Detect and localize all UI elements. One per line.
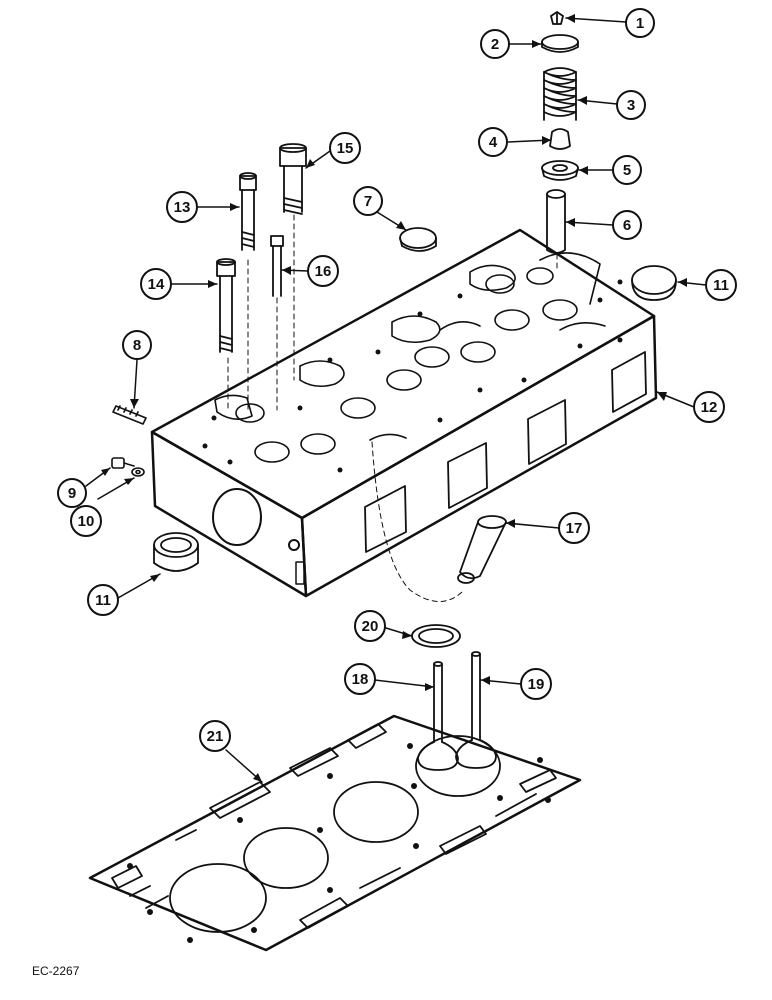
callout-4-label: 4 xyxy=(489,134,498,151)
callout-11-left-label: 11 xyxy=(95,592,111,609)
callout-21-label: 21 xyxy=(207,728,224,745)
callout-16: 16 xyxy=(307,255,339,287)
cylinder-head-block xyxy=(150,228,658,598)
callout-20-label: 20 xyxy=(362,618,379,635)
stud-8 xyxy=(112,405,147,425)
callout-18-label: 18 xyxy=(352,671,369,688)
callout-15: 15 xyxy=(329,132,361,164)
callout-11-left: 11 xyxy=(87,584,119,616)
valve-seat-insert xyxy=(411,624,461,648)
callout-10-label: 10 xyxy=(78,513,95,530)
callout-13-label: 13 xyxy=(174,199,191,216)
assembly-guide-lines xyxy=(227,214,558,602)
figure-reference: EC-2267 xyxy=(32,964,80,978)
callout-15-label: 15 xyxy=(337,140,354,157)
callout-14: 14 xyxy=(140,268,172,300)
callout-13: 13 xyxy=(166,191,198,223)
screw-9 xyxy=(111,457,135,469)
callout-18: 18 xyxy=(344,663,376,695)
valve-spring xyxy=(543,67,577,121)
callout-2-label: 2 xyxy=(491,36,499,53)
spring-retainer xyxy=(541,34,579,53)
core-plug-left xyxy=(153,532,199,572)
callout-21: 21 xyxy=(199,720,231,752)
leader-arrowheads xyxy=(101,14,687,782)
bolt-13 xyxy=(239,172,257,251)
callout-5: 5 xyxy=(612,155,642,185)
washer-10 xyxy=(131,467,145,477)
callout-1: 1 xyxy=(625,8,655,38)
callout-6: 6 xyxy=(612,210,642,240)
bolt-16 xyxy=(270,235,284,297)
bolt-15 xyxy=(279,143,307,215)
callout-9: 9 xyxy=(57,478,87,508)
callouts: 1 2 3 4 5 6 7 8 9 10 11 11 12 13 14 15 1… xyxy=(57,8,737,752)
callout-20: 20 xyxy=(354,610,386,642)
callout-9-label: 9 xyxy=(68,485,76,502)
callout-12-label: 12 xyxy=(701,399,718,416)
callout-7-label: 7 xyxy=(364,193,372,210)
head-gasket xyxy=(88,714,582,952)
valve-stem-seal xyxy=(549,128,571,150)
callout-6-label: 6 xyxy=(623,217,631,234)
valve-19 xyxy=(455,651,497,769)
core-plug-small xyxy=(399,227,437,252)
callout-2: 2 xyxy=(480,29,510,59)
callout-3-label: 3 xyxy=(627,97,635,114)
bolt-14 xyxy=(216,258,236,353)
injector-sleeve xyxy=(457,515,507,584)
callout-12: 12 xyxy=(693,391,725,423)
valve-collet xyxy=(550,11,564,25)
valve-guide xyxy=(546,189,566,254)
callout-5-label: 5 xyxy=(623,162,631,179)
callout-16-label: 16 xyxy=(315,263,332,280)
callout-3: 3 xyxy=(616,90,646,120)
callout-1-label: 1 xyxy=(636,15,644,32)
callout-19: 19 xyxy=(520,668,552,700)
callout-11-right: 11 xyxy=(705,269,737,301)
callout-8: 8 xyxy=(122,330,152,360)
valve-18 xyxy=(417,661,459,771)
callout-8-label: 8 xyxy=(133,337,141,354)
callout-7: 7 xyxy=(353,186,383,216)
callout-14-label: 14 xyxy=(148,276,165,293)
callout-11-right-label: 11 xyxy=(713,277,729,294)
callout-10: 10 xyxy=(70,505,102,537)
core-plug-right xyxy=(631,265,677,301)
callout-4: 4 xyxy=(478,127,508,157)
callout-19-label: 19 xyxy=(528,676,545,693)
callout-17: 17 xyxy=(558,512,590,544)
callout-17-label: 17 xyxy=(566,520,583,537)
spring-seat xyxy=(541,160,579,181)
